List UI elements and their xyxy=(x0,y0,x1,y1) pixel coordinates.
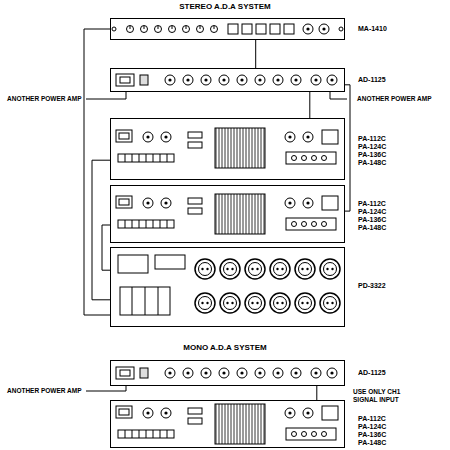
model-label: PA-112C xyxy=(358,415,386,423)
model-label: AD-1125 xyxy=(358,76,386,84)
equipment-panel: PA-112CPA-124CPA-136CPA-148C xyxy=(110,400,345,448)
model-label: PA-124C xyxy=(358,423,386,431)
signal-wire xyxy=(316,386,317,400)
signal-wire xyxy=(84,29,110,315)
model-label: PA-124C xyxy=(358,208,386,216)
note-label: ANOTHER POWER AMP xyxy=(6,95,83,103)
equipment-panel: PA-112CPA-124CPA-136CPA-148C xyxy=(110,118,345,180)
signal-wire xyxy=(309,92,310,118)
note-label: ANOTHER POWER AMP xyxy=(6,387,83,395)
signal-wire xyxy=(102,225,110,270)
model-label: MA-1410 xyxy=(358,25,387,33)
model-label: PA-148C xyxy=(358,224,386,232)
model-label: PA-136C xyxy=(358,216,386,224)
model-label: PA-136C xyxy=(358,431,386,439)
signal-wire xyxy=(92,160,110,300)
note-label: USE ONLY CH1 SIGNAL INPUT xyxy=(352,388,416,404)
model-label: PD-3322 xyxy=(358,282,386,290)
model-label: PA-148C xyxy=(358,439,386,447)
model-label: PA-112C xyxy=(358,200,386,208)
signal-wire xyxy=(345,85,350,211)
signal-wire xyxy=(255,40,256,68)
equipment-panel: AD-1125 xyxy=(110,360,345,386)
note-label: ANOTHER POWER AMP xyxy=(356,95,433,103)
equipment-panel: AD-1125 xyxy=(110,68,345,92)
equipment-panel: PA-112CPA-124CPA-136CPA-148C xyxy=(110,185,345,243)
model-label: PA-136C xyxy=(358,151,386,159)
section-title: MONO A.D.A SYSTEM xyxy=(0,343,450,353)
model-label: PA-148C xyxy=(358,159,386,167)
equipment-panel: PD-3322 xyxy=(110,247,345,327)
model-label: PA-124C xyxy=(358,143,386,151)
model-label: PA-112C xyxy=(358,135,386,143)
diagram-title: STEREO A.D.A SYSTEM xyxy=(0,2,450,12)
model-label: AD-1125 xyxy=(358,369,386,377)
equipment-panel: MA-1410 xyxy=(110,18,345,40)
